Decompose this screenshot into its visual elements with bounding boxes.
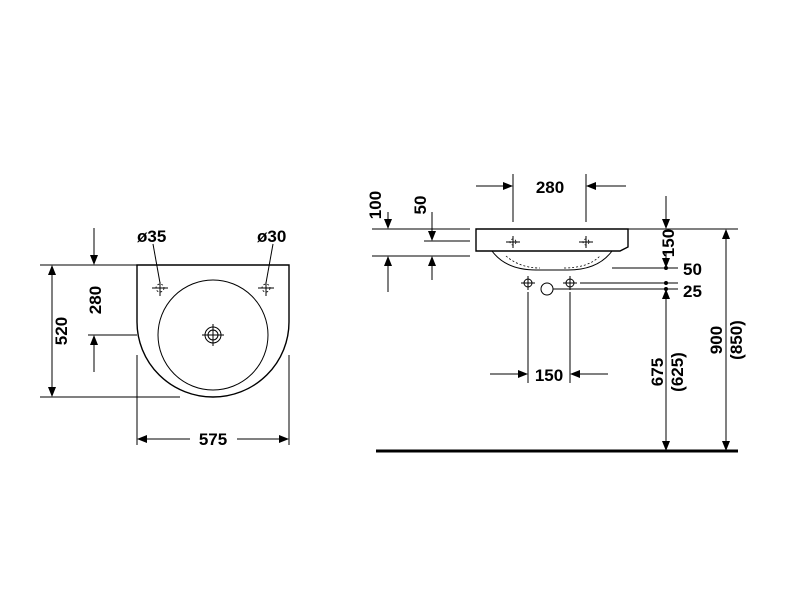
label-rim-50: 50 [411, 196, 430, 215]
label-right-25: 25 [683, 282, 702, 301]
label-hole-left-diameter: ø35 [137, 227, 166, 246]
label-hole-right-diameter: ø30 [257, 227, 286, 246]
side-view: 280 100 50 [366, 174, 746, 453]
dim-total-height: 900 (850) [628, 228, 746, 451]
label-tap-spacing-280: 280 [536, 178, 564, 197]
label-waste-spacing-150: 150 [535, 366, 563, 385]
dim-hole-offset-280: 280 [86, 228, 137, 372]
dim-mount-height: 675 (625) [648, 289, 687, 451]
label-height-520: 520 [52, 317, 71, 345]
label-hole-offset-280: 280 [86, 286, 105, 314]
dim-rim-100-50: 100 50 [366, 191, 470, 292]
waste-fittings [521, 276, 577, 296]
dim-width-575: 575 [136, 355, 290, 449]
bowl-circle [157, 279, 269, 391]
waste-outlet [540, 282, 554, 296]
label-mount-height-625: (625) [668, 352, 687, 392]
front-view: ø35 ø30 520 280 575 [40, 227, 290, 449]
dim-right-150-50-25: 150 50 25 [553, 196, 702, 301]
label-right-50: 50 [683, 260, 702, 279]
label-right-150: 150 [659, 229, 678, 257]
label-total-height-900: 900 [707, 326, 726, 354]
label-width-575: 575 [199, 430, 227, 449]
tap-hole-left [152, 282, 168, 296]
dim-tap-spacing-280: 280 [476, 174, 626, 222]
side-tap-hole-left [506, 236, 520, 248]
label-total-height-850: (850) [727, 320, 746, 360]
basin-rim [475, 228, 629, 252]
basin-underside [491, 250, 613, 271]
tap-hole-right [258, 282, 274, 296]
label-rim-100: 100 [366, 191, 385, 219]
label-mount-height-675: 675 [648, 358, 667, 386]
dim-waste-spacing-150: 150 [490, 292, 608, 385]
basin-outline [136, 264, 290, 398]
dim-height-520: 520 [40, 264, 180, 398]
side-tap-hole-right [579, 236, 593, 248]
